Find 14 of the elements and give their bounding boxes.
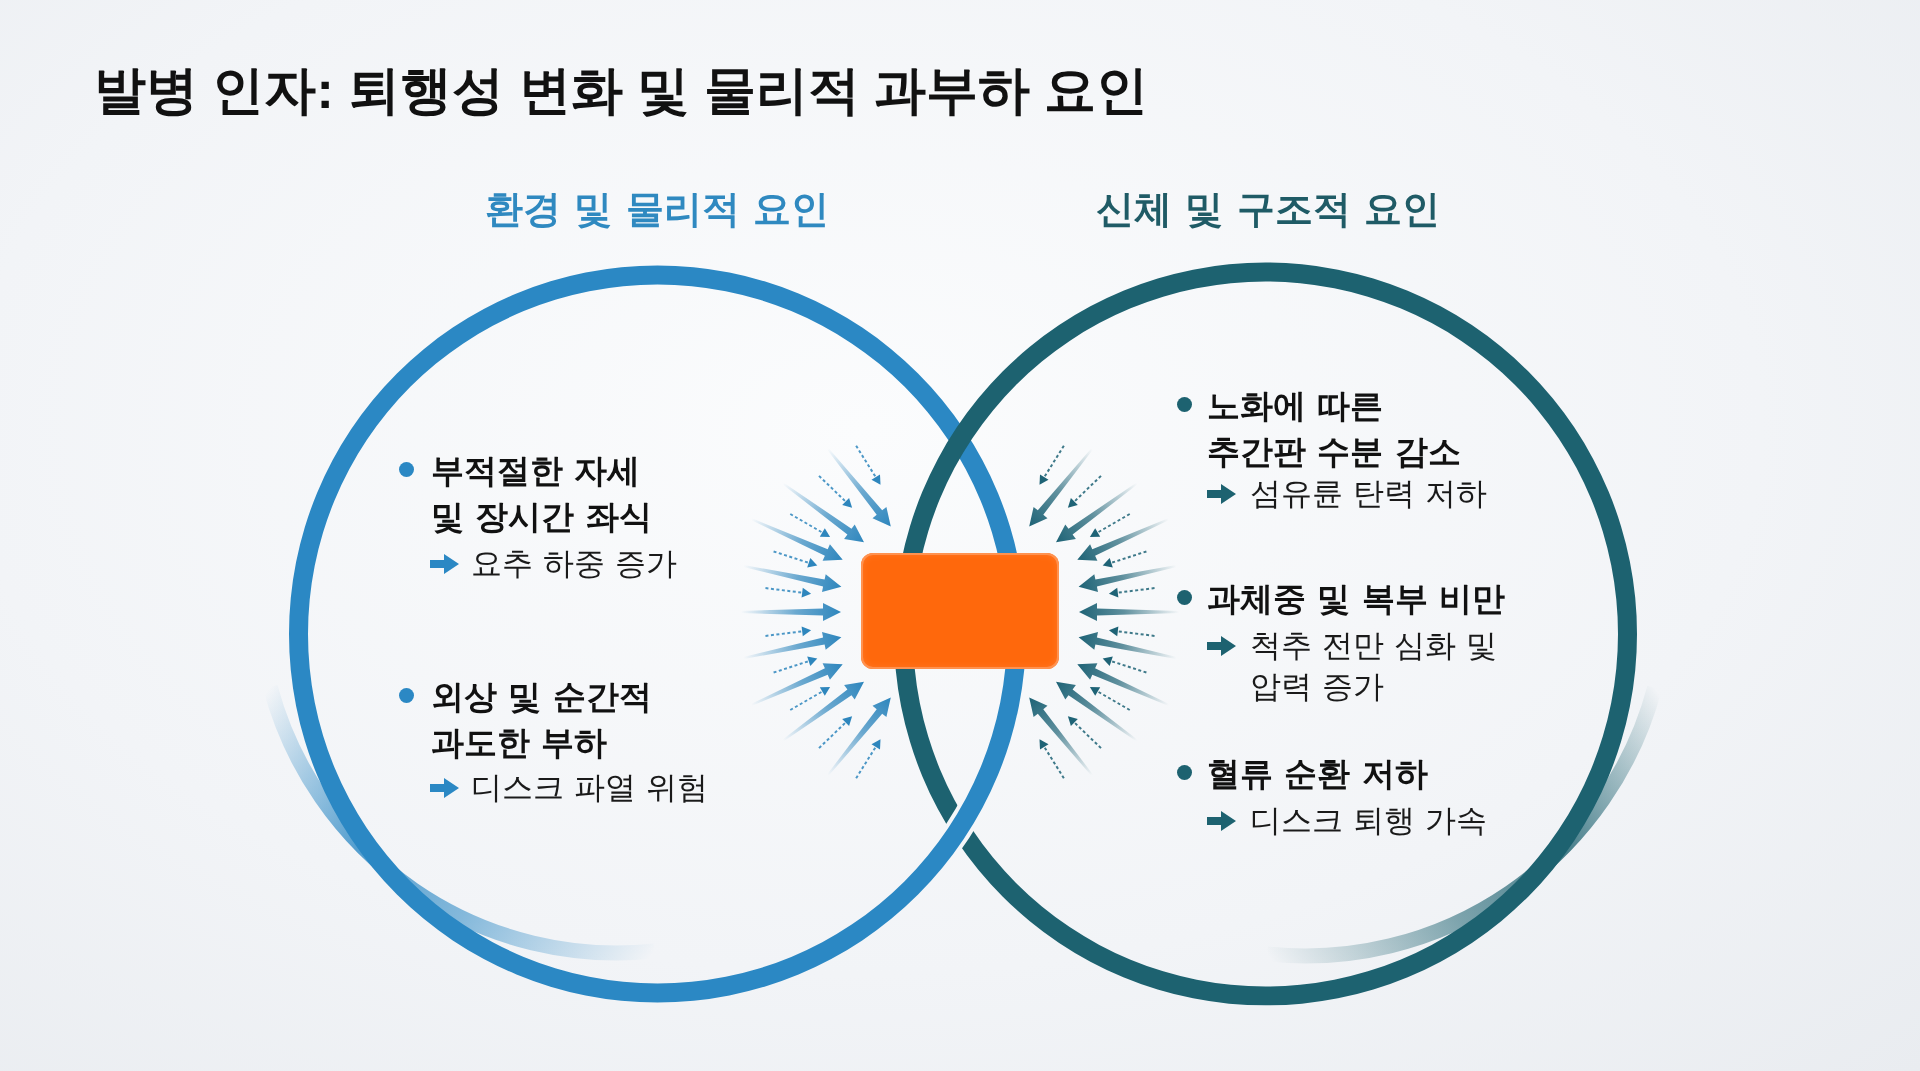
bullet-text: 노화에 따른 추간판 수분 감소 [1207,385,1462,473]
diagram-title: 발병 인자: 퇴행성 변화 및 물리적 과부하 요인 [94,60,1149,121]
effect-text: 요추 하중 증가 [471,544,678,583]
effect-text: 디스크 파열 위험 [471,768,709,807]
effect-text: 디스크 퇴행 가속 [1250,801,1488,840]
circle-heading: 신체 및 구조적 요인 [1096,186,1440,232]
bullet-text: 혈류 순환 저하 [1207,753,1429,795]
effect-text: 척추 전만 심화 및 압력 증가 [1250,626,1498,706]
bullet-text: 과체중 및 복부 비만 [1207,578,1507,620]
bullet-text: 부적절한 자세 및 장시간 좌식 [431,450,653,538]
circle-heading: 환경 및 물리적 요인 [485,186,829,232]
effect-text: 섬유륜 탄력 저하 [1250,474,1488,513]
rounded-rectangle [861,553,1059,669]
bullet-text: 외상 및 순간적 과도한 부하 [431,676,653,764]
